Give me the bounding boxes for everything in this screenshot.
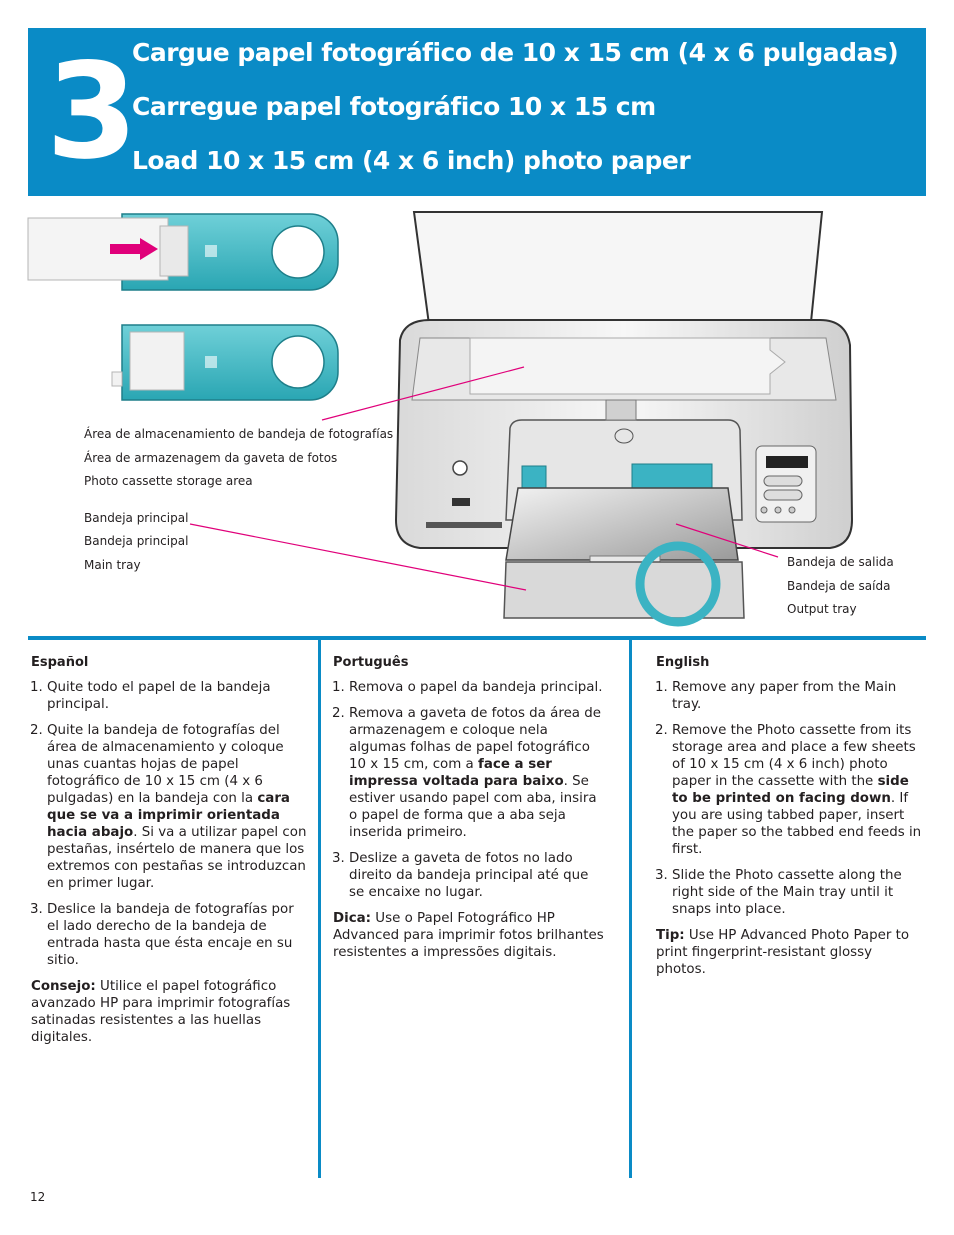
step-2: Remova a gaveta de fotos da área de arma…	[349, 705, 605, 841]
callout-main-es: Bandeja principal	[84, 511, 189, 525]
callout-storage-en: Photo cassette storage area	[84, 474, 253, 488]
column-english: English Remove any paper from the Main t…	[656, 654, 922, 978]
step-1: Quite todo el papel de la bandeja princi…	[47, 679, 307, 713]
title-spanish: Cargue papel fotográfico de 10 x 15 cm (…	[132, 38, 899, 67]
callout-storage-pt: Área de armazenagem da gaveta de fotos	[84, 451, 338, 465]
step-3: Deslice la bandeja de fotografías por el…	[47, 901, 307, 969]
callout-main-en: Main tray	[84, 558, 141, 572]
callout-output-pt: Bandeja de saída	[787, 579, 891, 593]
title-english: Load 10 x 15 cm (4 x 6 inch) photo paper	[132, 146, 691, 175]
column-divider-1	[318, 640, 321, 1178]
step-2: Quite la bandeja de fotografías del área…	[47, 722, 307, 892]
callout-line-output-tray	[675, 523, 779, 558]
column-heading: English	[656, 655, 710, 670]
step-3: Slide the Photo cassette along the right…	[672, 867, 922, 918]
callout-storage-es: Área de almacenamiento de bandeja de fot…	[84, 427, 394, 441]
callout-output-en: Output tray	[787, 602, 857, 616]
column-spanish: Español Quite todo el papel de la bandej…	[31, 654, 307, 1046]
step-number: 3	[46, 35, 138, 189]
section-divider	[28, 636, 926, 640]
tip: Consejo: Utilice el papel fotográfico av…	[31, 979, 291, 1045]
steps-list: Remove any paper from the Main tray. Rem…	[656, 679, 922, 918]
step-banner: 3 Cargue papel fotográfico de 10 x 15 cm…	[28, 28, 926, 196]
tip: Tip: Use HP Advanced Photo Paper to prin…	[656, 928, 910, 977]
step-2: Remove the Photo cassette from its stora…	[672, 722, 922, 858]
step-1: Remove any paper from the Main tray.	[672, 679, 922, 713]
tip: Dica: Use o Papel Fotográfico HP Advance…	[333, 911, 604, 960]
printer	[394, 211, 854, 627]
column-divider-2	[629, 640, 632, 1178]
page-number: 12	[30, 1190, 46, 1204]
column-portuguese: Português Remova o papel da bandeja prin…	[333, 654, 605, 961]
callout-main-pt: Bandeja principal	[84, 534, 189, 548]
printer-illustration	[27, 211, 854, 627]
column-heading: Español	[31, 655, 89, 670]
title-portuguese: Carregue papel fotográfico 10 x 15 cm	[132, 92, 656, 121]
callout-output-es: Bandeja de salida	[787, 555, 894, 569]
photo-cassette-loaded	[111, 324, 339, 401]
steps-list: Remova o papel da bandeja principal. Rem…	[333, 679, 605, 901]
column-heading: Português	[333, 655, 409, 670]
steps-list: Quite todo el papel de la bandeja princi…	[31, 679, 307, 969]
callout-line-main-tray	[189, 523, 527, 591]
step-3: Deslize a gaveta de fotos no lado direit…	[349, 850, 605, 901]
photo-cassette-loading	[27, 213, 339, 291]
step-1: Remova o papel da bandeja principal.	[349, 679, 605, 696]
callout-line-storage	[321, 366, 525, 421]
